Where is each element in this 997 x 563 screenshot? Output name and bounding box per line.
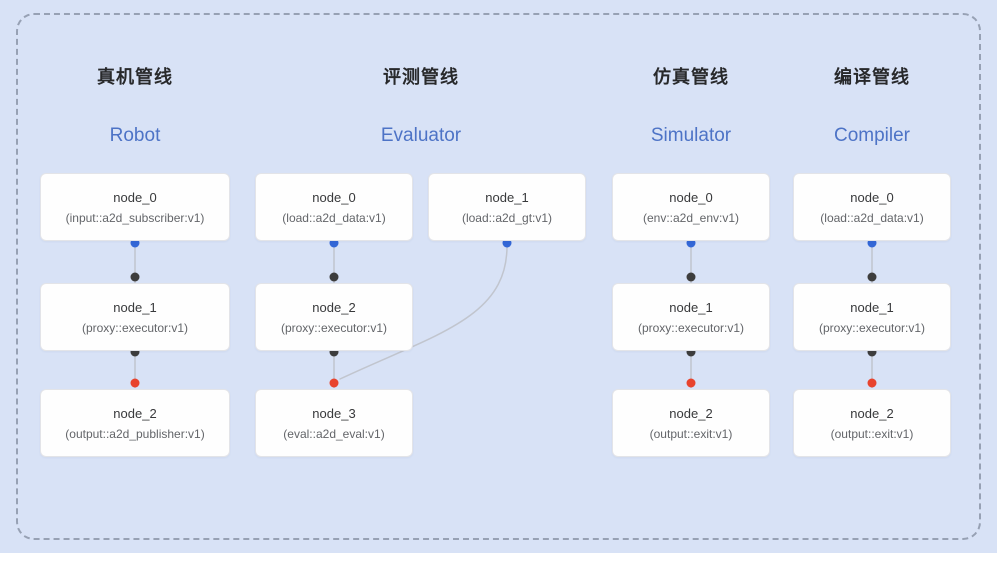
- robot-node-0: node_0 (input::a2d_subscriber:v1): [40, 173, 230, 241]
- pipeline-title-en-robot: Robot: [109, 125, 161, 146]
- node-type: (output::a2d_publisher:v1): [65, 426, 205, 441]
- input-port-dot: [867, 272, 877, 282]
- node-type: (proxy::executor:v1): [818, 320, 926, 335]
- final-input-port-dot: [130, 378, 140, 388]
- node-title: node_0: [669, 189, 713, 205]
- robot-node-1: node_1 (proxy::executor:v1): [40, 283, 230, 351]
- evaluator-node-3: node_3 (eval::a2d_eval:v1): [255, 389, 413, 457]
- final-input-port-dot: [867, 378, 877, 388]
- pipeline-title-zh-evaluator: 评测管线: [383, 67, 459, 87]
- input-port-dot: [329, 272, 339, 282]
- node-type: (env::a2d_env:v1): [642, 210, 740, 225]
- robot-node-2: node_2 (output::a2d_publisher:v1): [40, 389, 230, 457]
- pipeline-title-zh-compiler: 编译管线: [834, 67, 910, 87]
- pipeline-title-en-compiler: Compiler: [833, 125, 911, 146]
- input-port-dot: [686, 272, 696, 282]
- pipeline-title-en-simulator: Simulator: [650, 125, 732, 146]
- input-port-dot: [130, 272, 140, 282]
- compiler-node-0: node_0 (load::a2d_data:v1): [793, 173, 951, 241]
- node-type: (proxy::executor:v1): [81, 320, 189, 335]
- simulator-node-0: node_0 (env::a2d_env:v1): [612, 173, 770, 241]
- node-title: node_1: [113, 299, 157, 315]
- node-title: node_0: [312, 189, 356, 205]
- node-type: (output::exit:v1): [830, 426, 914, 441]
- pipeline-title-zh-simulator: 仿真管线: [653, 67, 729, 87]
- node-title: node_2: [312, 299, 356, 315]
- pipeline-title-zh-robot: 真机管线: [97, 67, 173, 87]
- node-type: (load::a2d_data:v1): [282, 210, 386, 225]
- evaluator-node-2: node_2 (proxy::executor:v1): [255, 283, 413, 351]
- final-input-port-dot: [686, 378, 696, 388]
- node-title: node_2: [669, 405, 713, 421]
- node-type: (load::a2d_gt:v1): [461, 210, 553, 225]
- node-title: node_2: [850, 405, 894, 421]
- node-title: node_1: [850, 299, 894, 315]
- node-type: (output::exit:v1): [649, 426, 733, 441]
- evaluator-node-1: node_1 (load::a2d_gt:v1): [428, 173, 586, 241]
- node-title: node_1: [485, 189, 529, 205]
- node-type: (eval::a2d_eval:v1): [283, 426, 385, 441]
- node-type: (load::a2d_data:v1): [820, 210, 924, 225]
- simulator-node-1: node_1 (proxy::executor:v1): [612, 283, 770, 351]
- node-type: (proxy::executor:v1): [637, 320, 745, 335]
- evaluator-node-0: node_0 (load::a2d_data:v1): [255, 173, 413, 241]
- node-type: (proxy::executor:v1): [280, 320, 388, 335]
- node-type: (input::a2d_subscriber:v1): [65, 210, 205, 225]
- simulator-node-2: node_2 (output::exit:v1): [612, 389, 770, 457]
- node-title: node_2: [113, 405, 157, 421]
- edge-curve-gt-to-eval: [339, 245, 508, 380]
- node-title: node_1: [669, 299, 713, 315]
- pipeline-title-en-evaluator: Evaluator: [380, 125, 462, 146]
- final-input-port-dot: [329, 378, 339, 388]
- compiler-node-2: node_2 (output::exit:v1): [793, 389, 951, 457]
- node-title: node_0: [113, 189, 157, 205]
- node-title: node_3: [312, 405, 356, 421]
- node-title: node_0: [850, 189, 894, 205]
- compiler-node-1: node_1 (proxy::executor:v1): [793, 283, 951, 351]
